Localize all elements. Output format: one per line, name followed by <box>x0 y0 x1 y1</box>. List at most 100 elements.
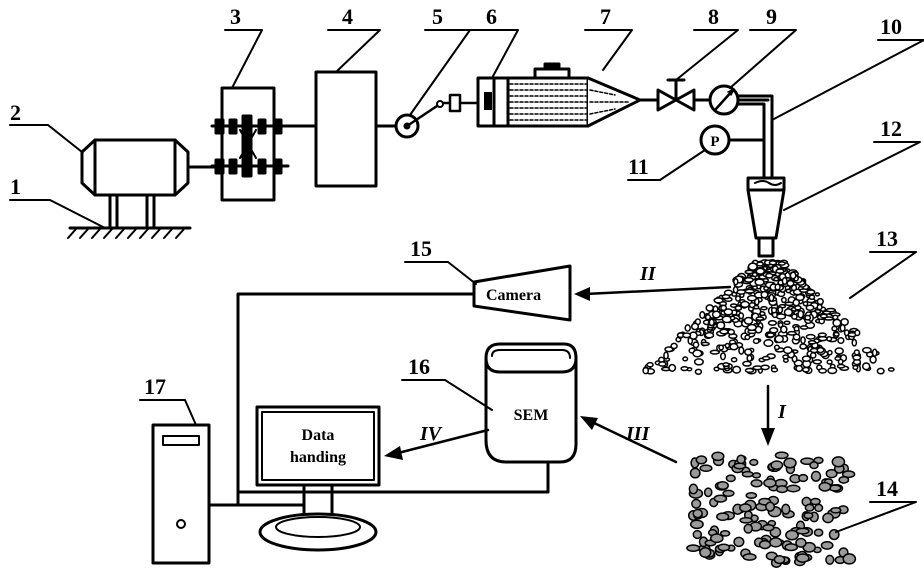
particle <box>770 367 779 373</box>
camera-label: Camera <box>486 287 541 304</box>
pressure-gauge-symbol: P <box>710 134 719 150</box>
particle <box>723 308 734 316</box>
particle <box>827 366 838 375</box>
particle <box>670 342 678 350</box>
particle <box>709 349 720 355</box>
particle <box>852 364 859 371</box>
particle <box>754 278 765 287</box>
particle <box>809 352 817 359</box>
particle <box>734 295 742 302</box>
sample-particle <box>795 537 807 548</box>
particle <box>839 324 846 332</box>
sample-particle <box>725 474 736 483</box>
particle <box>743 276 754 283</box>
sample-particle <box>736 454 746 465</box>
sample-particle <box>686 544 701 552</box>
particle <box>704 314 712 321</box>
motor <box>80 138 224 197</box>
particle <box>812 359 823 365</box>
particle <box>642 367 650 375</box>
particle <box>826 359 833 365</box>
particle <box>833 331 840 337</box>
sample-particle <box>765 501 776 512</box>
sample-particle <box>809 497 821 506</box>
particle <box>765 272 774 279</box>
particle <box>774 283 781 291</box>
particle <box>722 362 730 368</box>
label-17: 17 <box>144 374 166 399</box>
particle <box>680 365 689 372</box>
sample-particle <box>750 479 763 488</box>
label-8: 8 <box>708 4 719 29</box>
particle <box>819 313 828 319</box>
particle <box>775 268 785 274</box>
particle <box>756 261 764 267</box>
particle <box>744 348 753 356</box>
particle <box>834 347 844 355</box>
particle <box>801 366 810 373</box>
particle <box>752 338 760 345</box>
particle <box>734 305 743 312</box>
sample-particle <box>781 503 791 515</box>
particle <box>742 360 752 367</box>
particle <box>694 368 703 375</box>
sample-particle <box>733 536 745 548</box>
label-9: 9 <box>766 4 777 29</box>
particle <box>768 260 778 266</box>
label-2: 2 <box>10 100 21 125</box>
piston-cylinder <box>476 76 510 128</box>
sample-particle <box>783 457 797 469</box>
sample-particles <box>686 451 857 568</box>
sample-particle <box>804 503 815 512</box>
sample-particle <box>775 485 789 494</box>
sample-particle <box>763 478 777 488</box>
particle <box>837 336 845 345</box>
particle <box>783 308 794 317</box>
particle <box>743 316 754 325</box>
sample-particle <box>717 543 731 552</box>
sample-particle <box>809 461 819 470</box>
particle <box>781 276 788 286</box>
gearbox <box>210 86 318 202</box>
particle <box>747 262 758 271</box>
particle <box>738 312 745 320</box>
label-3: 3 <box>230 4 241 29</box>
particle <box>785 288 792 294</box>
particle <box>724 342 731 349</box>
sample-particle <box>838 475 850 484</box>
particle <box>664 346 674 353</box>
sample-particle <box>713 494 728 503</box>
particle <box>768 293 775 302</box>
camera <box>472 264 572 322</box>
particle <box>795 293 805 302</box>
particle <box>777 261 786 266</box>
particle <box>854 329 861 337</box>
pc-tower <box>151 423 211 565</box>
sample-particle <box>716 480 729 491</box>
particle <box>861 346 872 354</box>
particle <box>713 366 720 372</box>
crank-wheel <box>394 93 480 139</box>
particle <box>806 289 816 295</box>
sample-particle <box>689 467 701 479</box>
monitor <box>255 405 381 552</box>
sample-particle <box>830 506 842 514</box>
label-10: 10 <box>880 14 902 39</box>
particle <box>746 323 757 332</box>
sample-particle <box>692 529 703 540</box>
particle <box>657 361 667 367</box>
label-13: 13 <box>876 226 898 251</box>
connection-wires <box>207 292 550 507</box>
path-label-I: I <box>777 401 787 423</box>
particle <box>795 364 804 373</box>
particle <box>852 354 862 361</box>
particle <box>767 320 778 326</box>
particle <box>887 367 895 372</box>
particle <box>760 290 769 299</box>
particle <box>721 294 731 300</box>
sample-particle <box>842 553 857 565</box>
nozzle <box>746 176 786 258</box>
particle <box>770 306 778 314</box>
